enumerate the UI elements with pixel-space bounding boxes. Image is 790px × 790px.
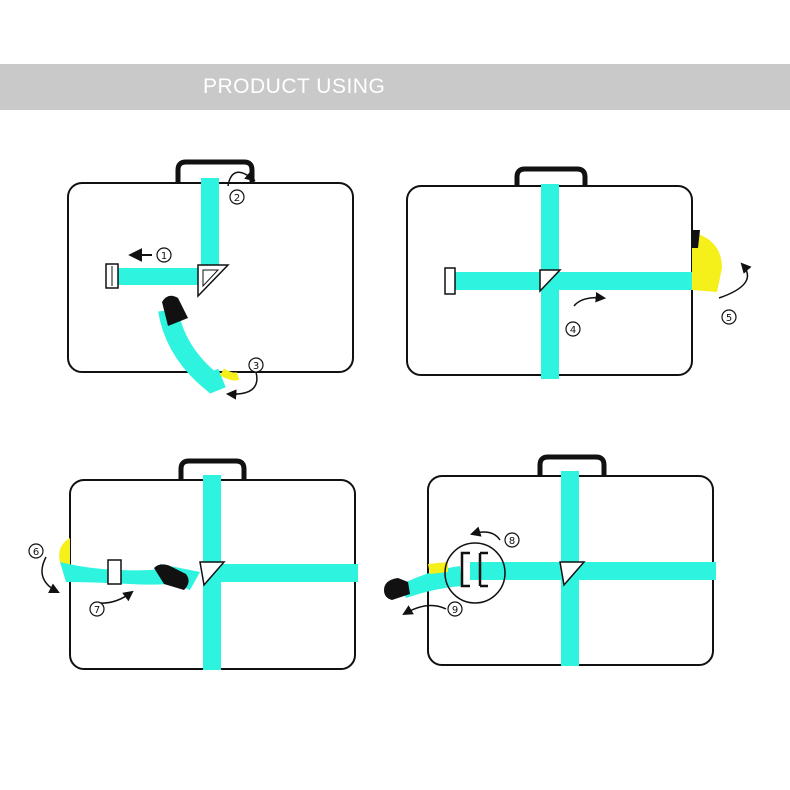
zoom-circle [444,542,506,604]
arrow-6 [41,556,60,593]
arrow-5 [718,262,752,299]
arrow-4 [573,292,607,307]
strap-horizontal [210,564,358,582]
strap-tip [162,295,188,326]
panel-2: 4 5 [406,166,752,379]
strap-loose [400,566,462,598]
panel-1: 1 2 3 [67,159,354,400]
panel-4: 8 9 [384,454,716,666]
cam-buckle [539,269,562,293]
step-7-label: 7 [94,605,100,616]
suitcase-handle [514,166,588,187]
step-2-label: 2 [234,193,240,204]
strap-tip [154,564,189,590]
step-9-label: 9 [452,605,458,616]
step-3-marker [248,357,264,373]
page-title: PRODUCT USING [203,75,386,98]
step-6-label: 6 [33,547,39,558]
strap-tip [384,578,410,600]
step-8-marker [504,532,520,548]
strap-horizontal [118,268,208,285]
strap-loose [60,562,188,585]
step-6-marker [28,543,44,559]
suitcase-handle [178,458,247,481]
step-1-marker [156,247,172,263]
step-5-label: 5 [726,313,732,324]
strap-vertical [201,178,219,268]
buckle-zoom [460,551,470,588]
strap-horizontal [455,272,717,290]
strap-horizontal [470,562,716,580]
step-8-label: 8 [509,536,515,547]
step-2-marker [229,189,245,205]
suitcase-handle [175,159,255,184]
cam-buckle [197,264,230,298]
strap-wrap [59,538,70,566]
step-4-marker [565,321,581,337]
arrow-7 [99,590,134,604]
arrow-2 [227,170,256,187]
step-4-label: 4 [570,325,576,336]
step-1-label: 1 [161,251,167,262]
arrow-8 [469,526,501,541]
panel-3: 6 7 [28,458,358,670]
strap-wrap [692,232,722,292]
step-9-marker [447,601,463,617]
arrow-3 [225,371,258,400]
strap-buckle [444,267,456,295]
strap-buckle [107,559,122,585]
cam-buckle [559,561,586,587]
suitcase-handle [537,454,607,477]
step-3-label: 3 [253,361,259,372]
arrow-9 [402,604,447,616]
header-banner: PRODUCT USING [0,64,790,110]
step-5-marker [721,309,737,325]
cam-buckle [199,561,226,587]
step-7-marker [89,601,105,617]
